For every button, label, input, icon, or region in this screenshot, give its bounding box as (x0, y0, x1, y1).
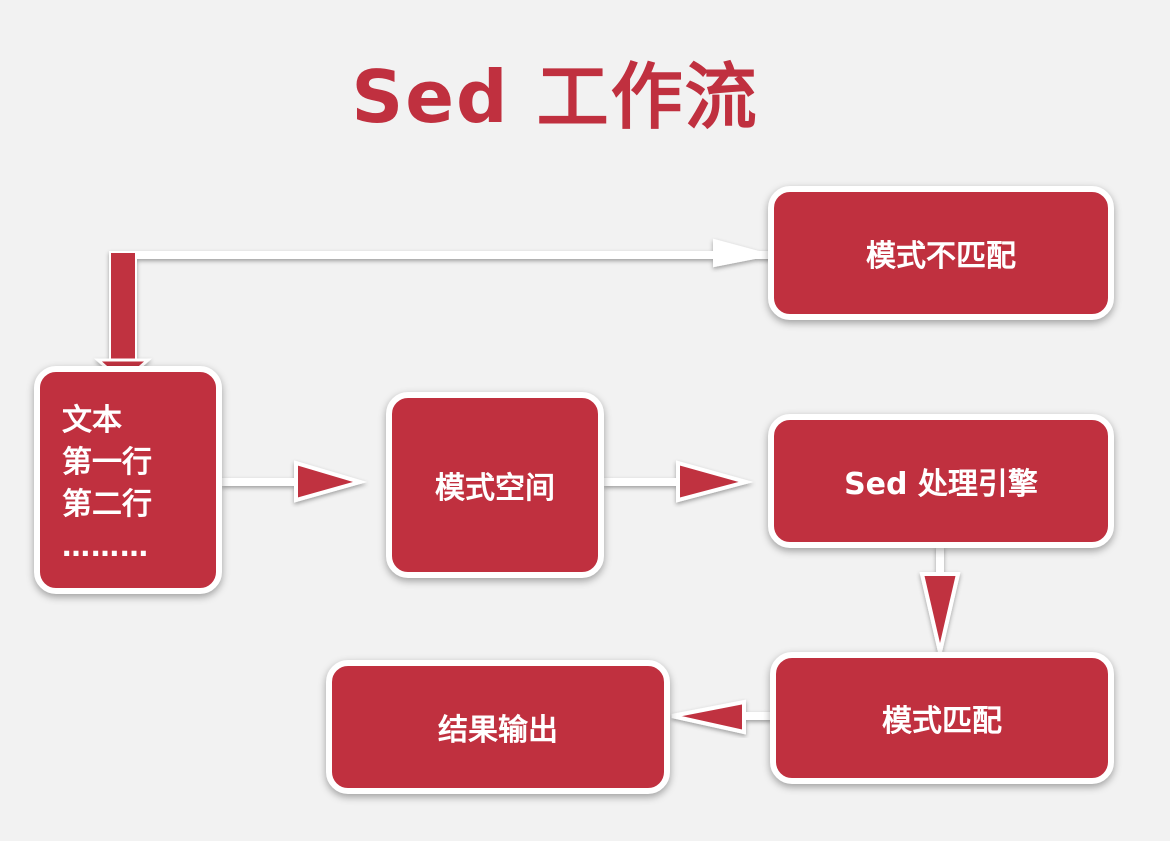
pattern-space-node: 模式空间 (386, 392, 604, 578)
sed-engine-label: Sed 处理引擎 (844, 467, 1038, 502)
arrow-match-to-output (671, 699, 772, 735)
result-output-label: 结果输出 (438, 713, 558, 748)
pattern-no-match-label: 模式不匹配 (866, 239, 1016, 274)
result-output-node: 结果输出 (326, 660, 670, 794)
diagram-title: Sed 工作流 (351, 55, 759, 139)
arrow-engine-to-match (919, 546, 961, 653)
text-input-line: 第二行 (62, 487, 152, 522)
pattern-no-match-node: 模式不匹配 (768, 186, 1114, 320)
text-input-node: 文本 第一行 第二行 ……… (34, 366, 222, 594)
pattern-match-label: 模式匹配 (882, 704, 1002, 739)
text-input-ellipsis: ……… (62, 530, 149, 563)
text-input-line: 文本 (62, 403, 122, 438)
sed-engine-node: Sed 处理引擎 (768, 414, 1114, 548)
text-input-line: 第一行 (62, 445, 152, 480)
arrow-text-to-pattern-space (222, 460, 368, 503)
pattern-space-label: 模式空间 (435, 471, 555, 506)
pattern-match-node: 模式匹配 (770, 652, 1114, 784)
loop-connector (94, 238, 772, 384)
arrow-pattern-space-to-engine (604, 460, 754, 503)
